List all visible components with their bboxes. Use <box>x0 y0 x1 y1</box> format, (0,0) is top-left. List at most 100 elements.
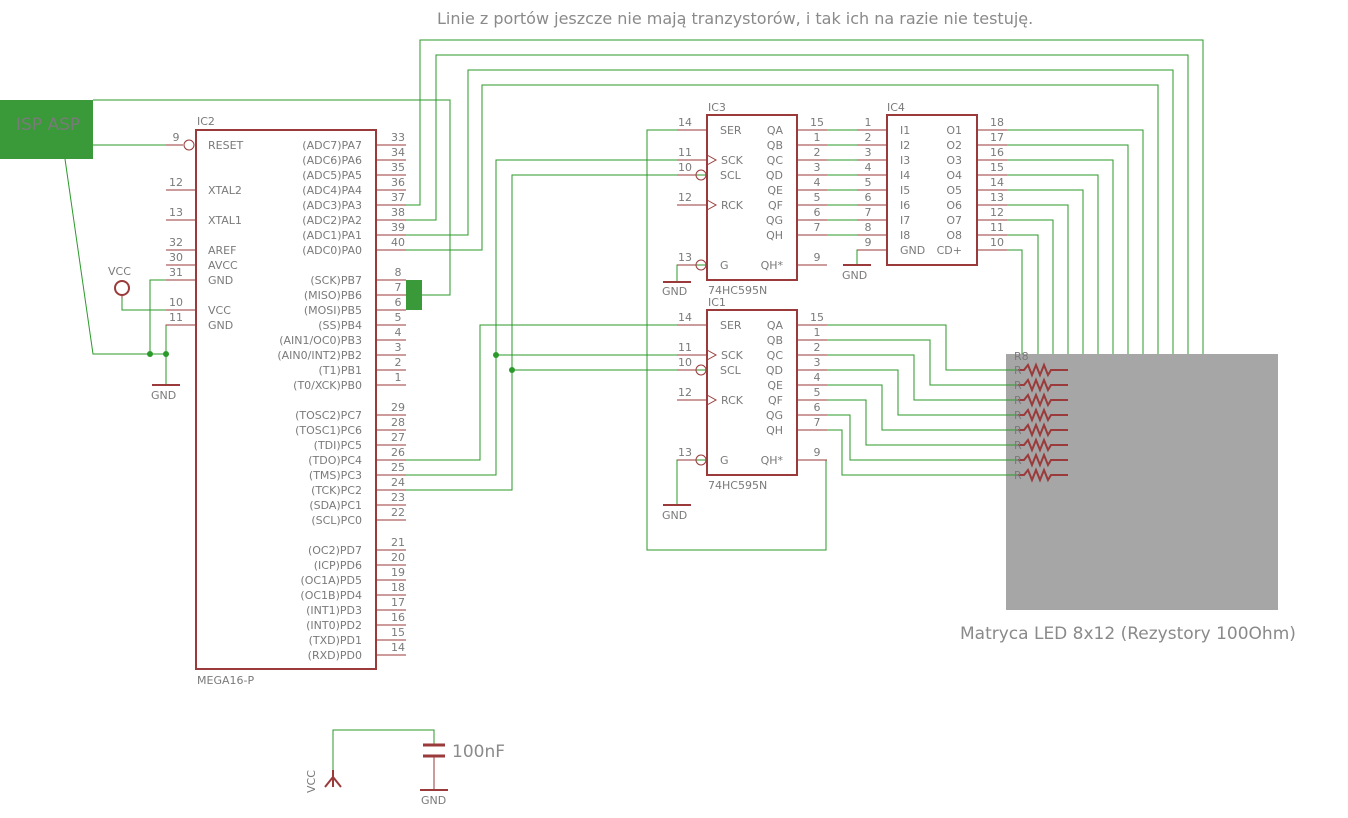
sr-pin-label: QF <box>768 199 783 212</box>
resistor-label: R <box>1014 409 1022 422</box>
mcu-pin-number: 2 <box>395 356 402 369</box>
driver-pin-label: I2 <box>900 139 910 152</box>
mcu-pin-label: (SS)PB4 <box>318 319 362 332</box>
driver-pin-number: 10 <box>990 236 1004 249</box>
mcu-pin-number: 24 <box>391 476 405 489</box>
resistor <box>1018 377 1068 393</box>
sr-pin-label: QF <box>768 394 783 407</box>
sr-pin-label: QA <box>767 124 784 137</box>
driver-pin-label: I5 <box>900 184 910 197</box>
sr-pin-number: 12 <box>678 191 692 204</box>
mcu-pin-number: 29 <box>391 401 405 414</box>
vcc-symbols: VCC VCC <box>108 265 342 793</box>
mcu-pin-label: (TXD)PD1 <box>309 634 362 647</box>
sr-pin-number: 1 <box>814 131 821 144</box>
mcu-pin-number: 38 <box>391 206 405 219</box>
mcu-pin-number: 16 <box>391 611 405 624</box>
resistor-label: R <box>1014 454 1022 467</box>
mcu-pin-label: (ADC0)PA0 <box>302 244 362 257</box>
mcu-pin-number: 13 <box>169 206 183 219</box>
header-note: Linie z portów jeszcze nie mają tranzyst… <box>437 9 1033 28</box>
sr-pin-number: 9 <box>814 251 821 264</box>
sr-pin-number: 1 <box>814 326 821 339</box>
driver-ic4: IC4 1I12I23I34I45I56I67I78I89GND18O117O2… <box>857 101 1007 266</box>
ic4-name: IC4 <box>887 101 905 114</box>
gnd-symbols: GND GND GND GND GND <box>151 264 871 807</box>
mcu-pin-label: (TDO)PC4 <box>308 454 362 467</box>
driver-pin-number: 17 <box>990 131 1004 144</box>
mcu-pin-number: 25 <box>391 461 405 474</box>
sr-pin-number: 15 <box>810 311 824 324</box>
mcu-pin-label: (ADC5)PA5 <box>302 169 362 182</box>
driver-pin-label: I4 <box>900 169 910 182</box>
sr-pin-label: QG <box>766 214 783 227</box>
sr-pin-number: 10 <box>678 161 692 174</box>
sr-pin-number: 14 <box>678 311 692 324</box>
mcu-pin-number: 39 <box>391 221 405 234</box>
mcu-name: IC2 <box>197 115 215 128</box>
mcu-pin-number: 15 <box>391 626 405 639</box>
sr-pin-number: 7 <box>814 221 821 234</box>
resistor <box>1018 362 1068 378</box>
sr-pin-number: 5 <box>814 386 821 399</box>
driver-pin-label: I3 <box>900 154 910 167</box>
sr-pin-number: 3 <box>814 356 821 369</box>
sr-pin-number: 3 <box>814 161 821 174</box>
mcu-pin-label: (MISO)PB6 <box>304 289 362 302</box>
resistor-label: R <box>1014 439 1022 452</box>
sr-pin-number: 13 <box>678 251 692 264</box>
sr-pin-number: 5 <box>814 191 821 204</box>
sr-pin-label: QD <box>766 364 783 377</box>
resistor <box>1018 452 1068 468</box>
driver-pin-label: O2 <box>946 139 962 152</box>
sr-pin-number: 4 <box>814 176 821 189</box>
gnd-label-ic1: GND <box>662 509 687 522</box>
sr-pin-label: QE <box>767 184 783 197</box>
mcu-pin-label: AREF <box>208 244 236 257</box>
sr-pin-number: 15 <box>810 116 824 129</box>
mcu-pin-number: 30 <box>169 251 183 264</box>
mcu-pin-label: (INT1)PD3 <box>306 604 362 617</box>
mcu-pin-label: (ADC7)PA7 <box>302 139 362 152</box>
mcu-pin-number: 20 <box>391 551 405 564</box>
mcu-ic2: IC2 MEGA16-P 9RESET12XTAL213XTAL132AREF3… <box>166 115 406 687</box>
mcu-pin-number: 36 <box>391 176 405 189</box>
mcu-pin-number: 37 <box>391 191 405 204</box>
sr-pin-label: QH <box>766 229 783 242</box>
mcu-pin-label: (TOSC2)PC7 <box>295 409 362 422</box>
resistor-label: R <box>1014 394 1022 407</box>
sr-pin-number: 4 <box>814 371 821 384</box>
sr-pin-label: QE <box>767 379 783 392</box>
mcu-pin-label: (RXD)PD0 <box>308 649 362 662</box>
driver-pin-number: 9 <box>865 236 872 249</box>
sr-pin-label: QH <box>766 424 783 437</box>
driver-pin-number: 2 <box>865 131 872 144</box>
mcu-pin-number: 33 <box>391 131 405 144</box>
mcu-pin-number: 26 <box>391 446 405 459</box>
sr-pin-label: QH* <box>761 259 784 272</box>
vcc-label-cap: VCC <box>305 770 318 793</box>
sr-pin-label: RCK <box>721 394 744 407</box>
mcu-pin-number: 31 <box>169 266 183 279</box>
sr-pin-label: SCL <box>720 364 742 377</box>
clock-pin-marker <box>706 154 718 166</box>
gnd-label-ic4: GND <box>842 269 867 282</box>
mcu-pin-number: 14 <box>391 641 405 654</box>
resistor-label: R <box>1014 424 1022 437</box>
capacitor-label: 100nF <box>452 742 505 762</box>
mcu-pin-label: VCC <box>208 304 231 317</box>
sr-pin-label: G <box>720 259 729 272</box>
driver-pin-label: GND <box>900 244 925 257</box>
mcu-pin-label: (T0/XCK)PB0 <box>293 379 362 392</box>
mcu-pin-number: 4 <box>395 326 402 339</box>
led-matrix <box>1006 354 1278 610</box>
clock-pin-marker <box>706 394 718 406</box>
driver-pin-label: CD+ <box>937 244 962 257</box>
driver-pin-label: I8 <box>900 229 910 242</box>
mcu-pin-label: (TMS)PC3 <box>309 469 362 482</box>
mcu-pin-number: 17 <box>391 596 405 609</box>
mcu-pin-number: 10 <box>169 296 183 309</box>
driver-pin-label: O4 <box>946 169 962 182</box>
